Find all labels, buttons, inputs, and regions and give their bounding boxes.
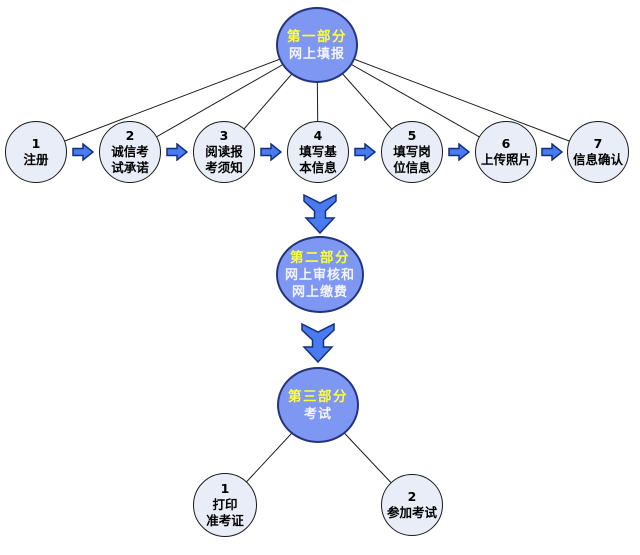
step-label: 位信息 [393, 160, 431, 175]
part2-node: 第二部分 网上审核和 网上缴费 [276, 236, 364, 313]
step-label: 试承诺 [111, 160, 149, 175]
right-arrow-icon [541, 143, 563, 161]
step-label: 阅读报 [205, 144, 243, 159]
step-label: 本信息 [299, 160, 337, 175]
step-number: 3 [219, 128, 229, 143]
step-label: 准考证 [206, 513, 244, 528]
step-label: 打印 [212, 497, 238, 512]
step-number: 1 [220, 481, 230, 496]
part2-title: 第二部分 [290, 249, 350, 266]
step-label: 参加考试 [386, 505, 437, 520]
right-arrow-icon [260, 143, 282, 161]
step-node-print-ticket: 1 打印 准考证 [193, 473, 257, 537]
part3-title: 第三部分 [288, 388, 348, 405]
right-arrow-icon [448, 143, 470, 161]
part3-node: 第三部分 考试 [277, 367, 359, 443]
double-down-arrow-icon [301, 323, 335, 363]
step-number: 7 [593, 136, 603, 151]
part1-node: 第一部分 网上填报 [276, 7, 358, 83]
step-label: 注册 [23, 152, 49, 167]
step-label: 诚信考 [111, 144, 149, 159]
step-node-position-info: 5 填写岗 位信息 [381, 121, 443, 183]
part3-label: 考试 [303, 406, 332, 422]
part1-title: 第一部分 [287, 28, 347, 45]
step-node-take-exam: 2 参加考试 [381, 474, 443, 536]
step-number: 2 [407, 489, 417, 504]
step-label: 填写基 [299, 144, 337, 159]
part1-label: 网上填报 [288, 46, 345, 62]
step-label: 填写岗 [393, 144, 431, 159]
part2-label: 网上缴费 [291, 284, 348, 300]
right-arrow-icon [72, 143, 94, 161]
step-label: 上传照片 [480, 152, 531, 167]
step-number: 1 [31, 136, 41, 151]
part2-label: 网上审核和 [284, 267, 355, 283]
step-node-read-notice: 3 阅读报 考须知 [193, 121, 255, 183]
double-down-arrow-icon [303, 194, 337, 234]
step-number: 6 [501, 136, 511, 151]
right-arrow-icon [166, 143, 188, 161]
step-number: 5 [407, 128, 417, 143]
step-node-upload-photo: 6 上传照片 [475, 121, 537, 183]
step-node-info-confirm: 7 信息确认 [567, 121, 629, 183]
step-number: 4 [313, 128, 323, 143]
step-number: 2 [125, 128, 135, 143]
step-label: 信息确认 [572, 152, 623, 167]
step-node-integrity-pledge: 2 诚信考 试承诺 [99, 121, 161, 183]
step-node-basic-info: 4 填写基 本信息 [287, 121, 349, 183]
step-node-register: 1 注册 [5, 121, 67, 183]
step-label: 考须知 [205, 160, 243, 175]
right-arrow-icon [354, 143, 376, 161]
